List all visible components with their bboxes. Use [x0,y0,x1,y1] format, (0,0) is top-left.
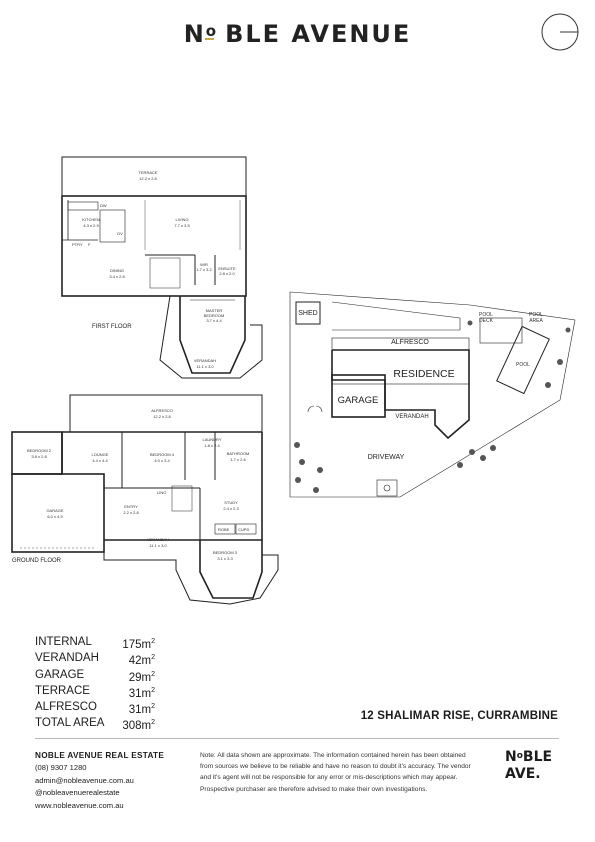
site-trees [294,320,571,493]
svg-text:DW: DW [100,203,107,208]
divider [35,738,559,739]
svg-text:OV: OV [117,231,123,236]
first-ensuite-label: ENSUITE [218,266,236,271]
svg-text:11.1 x 3.0: 11.1 x 3.0 [196,364,214,369]
ground-alfresco-label: ALFRESCO [151,408,173,413]
site-verandah-label: VERANDAH [395,414,428,420]
svg-text:11.1 x 3.0: 11.1 x 3.0 [149,543,167,548]
svg-text:3.7 x 4.4: 3.7 x 4.4 [206,318,222,323]
svg-text:1.7 x 2.6: 1.7 x 2.6 [230,457,246,462]
svg-text:12.2 x 2.8: 12.2 x 2.8 [139,176,157,181]
disclaimer-note: Note: All data shown are approximate. Th… [200,752,471,793]
ground-bedroom4-label: BEDROOM 4 [150,452,175,457]
svg-text:3.1 x 3.3: 3.1 x 3.3 [217,556,233,561]
ground-study-label: STUDY [224,500,238,505]
first-ptry-label: PTRY [72,242,83,247]
ground-garage-label: GARAGE [46,508,63,513]
first-dining-label: DINING [110,268,124,273]
site-residence-label: RESIDENCE [393,368,454,380]
svg-text:AREA: AREA [529,318,543,324]
svg-text:7.7 x 3.5: 7.7 x 3.5 [174,223,190,228]
first-verandah-label: VERANDAH [194,358,216,363]
site-alfresco-label: ALFRESCO [391,339,429,346]
svg-text:LINO: LINO [157,490,166,495]
ground-bedroom3-label: BEDROOM 3 [213,550,238,555]
agency-name: NOBLE AVENUE REAL ESTATE [35,751,165,760]
svg-text:BEDROOM: BEDROOM [204,313,225,318]
svg-text:2.8 x 2.0: 2.8 x 2.0 [219,271,235,276]
first-floor-label: FIRST FLOOR [92,324,132,330]
svg-text:2.2 x 2.8: 2.2 x 2.8 [123,510,139,515]
first-terrace-label: TERRACE [138,170,157,175]
site-shed-label: SHED [298,310,317,317]
site-driveway-label: DRIVEWAY [368,454,405,461]
ground-bedroom2-label: BEDROOM 2 [27,448,52,453]
site-pool-label: POOL [516,362,530,368]
svg-text:POOL: POOL [529,312,543,318]
first-master-label: MASTER [206,308,223,313]
svg-text:1.7 x 3.2: 1.7 x 3.2 [196,267,212,272]
svg-text:F: F [88,242,91,247]
agency-website-link[interactable]: www.nobleavenue.com.au [35,800,124,810]
svg-text:3.4 x 2.8: 3.4 x 2.8 [109,274,125,279]
ground-floor-label: GROUND FLOOR [12,558,62,564]
svg-text:12.2 x 2.8: 12.2 x 2.8 [153,414,171,419]
svg-text:DECK: DECK [479,318,494,324]
ground-laundry-label: LAUNDRY [202,437,221,442]
svg-text:3.8 x 2.8: 3.8 x 2.8 [31,454,47,459]
svg-text:1.8 x 2.4: 1.8 x 2.4 [204,443,220,448]
north-compass-icon [541,13,579,51]
svg-text:ROBE: ROBE [218,527,230,532]
site-labels: SHED ALFRESCO RESIDENCE GARAGE VERANDAH … [298,310,543,461]
first-living-label: LIVING [175,217,188,222]
first-kitchen-label: KITCHEN [82,217,100,222]
svg-text:6.0 x 4.9: 6.0 x 4.9 [47,514,63,519]
ground-entry-label: ENTRY [124,504,138,509]
ground-floor-labels: ALFRESCO 12.2 x 2.8 BEDROOM 2 3.8 x 2.8 … [12,408,249,564]
svg-text:4.3 x 2.9: 4.3 x 2.9 [83,223,99,228]
ground-floor-plan [11,394,279,605]
first-wir-label: WIR [200,262,208,267]
first-floor-labels: TERRACE 12.2 x 2.8 KITCHEN 4.3 x 2.9 LIV… [72,170,236,369]
ground-bathroom-label: BATHROOM [227,451,250,456]
site-garage-label: GARAGE [338,395,379,406]
agency-phone[interactable]: (08) 9307 1280 [35,763,87,773]
ground-lounge-label: LOUNGE [92,452,109,457]
svg-text:4.0 x 3.4: 4.0 x 3.4 [154,458,170,463]
property-address: 12 SHALIMAR RISE, CURRAMBINE [360,710,558,722]
ground-verandah-label: VERANDAH [147,537,169,542]
svg-text:2.4 x 2.3: 2.4 x 2.3 [223,506,239,511]
agency-social-link[interactable]: @nobleavenuerealestate [35,788,120,798]
agency-contact: NOBLE AVENUE REAL ESTATE (08) 9307 1280 … [35,750,195,812]
first-floor-plan [61,156,263,379]
svg-text:CUPD: CUPD [238,527,249,532]
svg-text:POOL: POOL [479,312,493,318]
agency-email-link[interactable]: admin@nobleavenue.com.au [35,775,134,785]
floor-plan-drawings: TERRACE 12.2 x 2.8 KITCHEN 4.3 x 2.9 LIV… [11,156,576,605]
footer-logo: NoBLE AVE. [505,749,553,782]
svg-text:4.4 x 4.4: 4.4 x 4.4 [92,458,108,463]
site-plan [289,291,576,498]
